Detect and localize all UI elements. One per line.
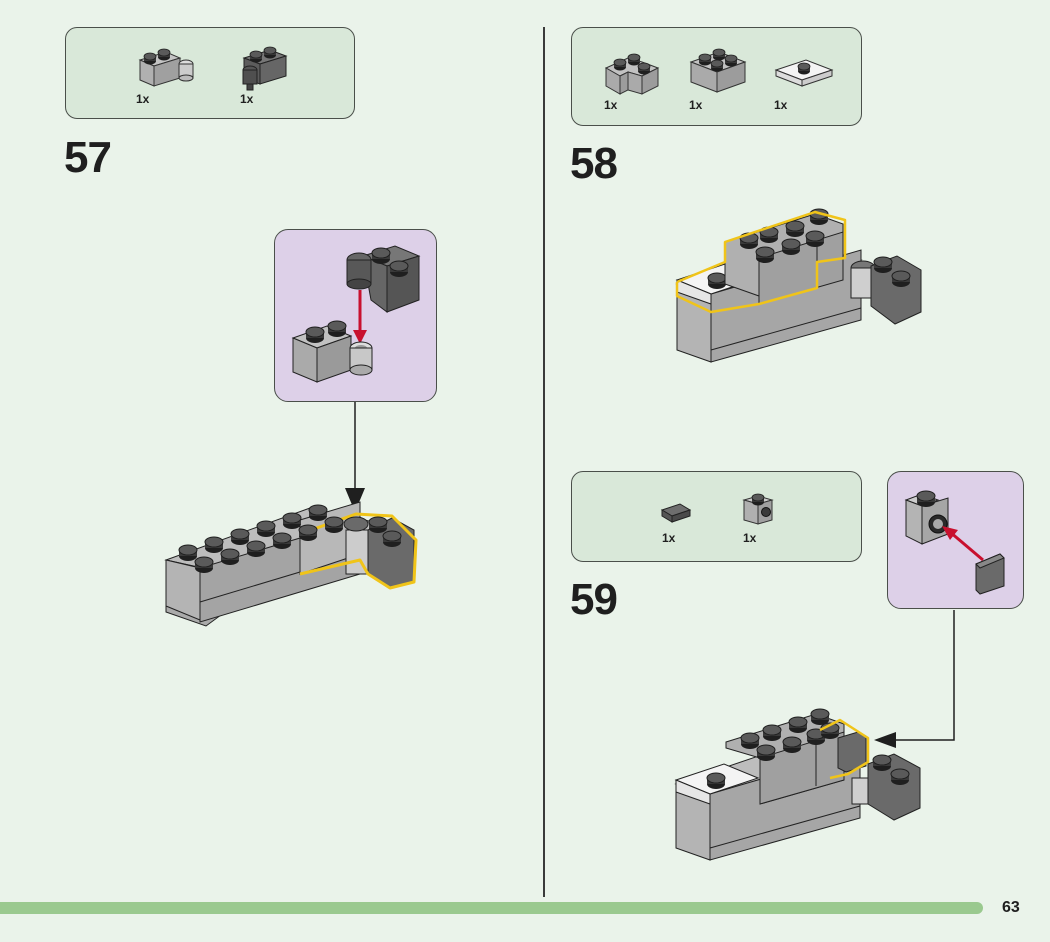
part-side-stud-brick-icon [742, 493, 774, 525]
footer-progress-bar [0, 902, 983, 914]
part-hinge-base-icon [138, 48, 194, 87]
callout-pointer-arrow [345, 402, 365, 512]
part-1x1-tile-icon [660, 503, 692, 523]
step-number: 58 [570, 139, 618, 188]
tile-attach-icon [904, 490, 1005, 595]
part-quantity: 1x [662, 531, 676, 545]
model-assembly-step-57 [164, 501, 418, 627]
model-assembly-step-59 [674, 708, 921, 861]
step-number: 57 [64, 133, 112, 182]
parts-list-step-59: 1x 1x [571, 471, 862, 562]
part-hinge-top-icon [242, 46, 288, 91]
detail-callout-step-59 [887, 471, 1024, 609]
parts-list-step-57: 1x 1x [65, 27, 355, 119]
part-quantity: 1x [743, 531, 757, 545]
part-quantity: 1x [240, 92, 254, 106]
page-divider [543, 27, 545, 897]
part-quantity: 1x [774, 98, 788, 112]
step-number: 59 [570, 575, 618, 624]
page-number: 63 [1002, 899, 1020, 916]
part-quantity: 1x [689, 98, 703, 112]
hinge-attach-icon [291, 245, 421, 383]
part-quantity: 1x [136, 92, 150, 106]
model-assembly-step-58 [675, 208, 922, 363]
parts-list-step-58: 1x 1x 1x [571, 27, 862, 126]
part-2x2-brick-icon [689, 48, 747, 93]
callout-pointer-arrow [874, 610, 955, 748]
part-corner-brick-icon [604, 53, 660, 95]
part-jumper-plate-icon [774, 59, 834, 87]
part-quantity: 1x [604, 98, 618, 112]
detail-callout-step-57 [274, 229, 437, 402]
